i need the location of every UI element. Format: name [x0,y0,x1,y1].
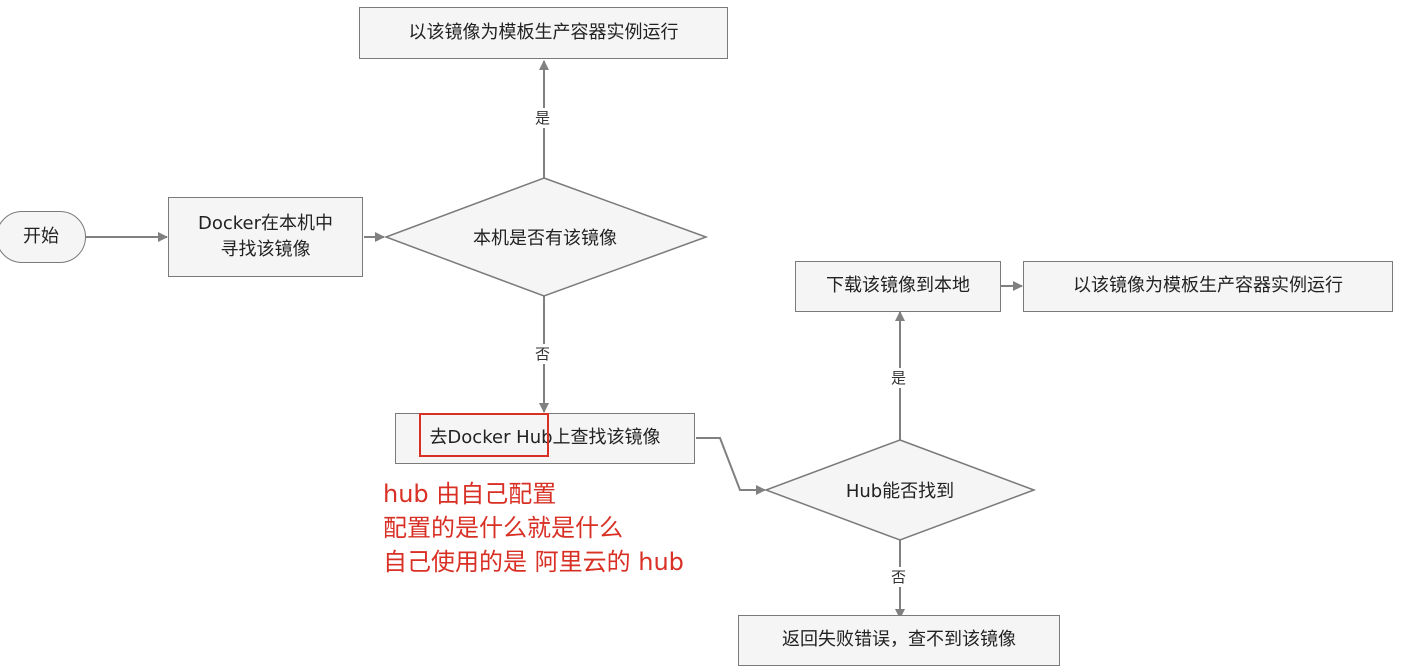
hub-found-decision-label: Hub能否找到 [845,481,955,502]
annotation-line-1: hub 由自己配置 [383,480,557,508]
edge-hub-search-to-decision [696,437,766,495]
run-container-right-node: 以该镜像为模板生产容器实例运行 [1023,261,1393,312]
docker-hub-highlight-box [419,413,549,457]
search-local-node: Docker在本机中 寻找该镜像 [168,197,363,277]
edge-label-hub-no: 否 [889,567,909,587]
annotation-line-2: 配置的是什么就是什么 [383,514,623,542]
start-node: 开始 [0,211,86,263]
decision-diamond-local [383,177,709,297]
error-node: 返回失败错误，查不到该镜像 [738,615,1060,666]
edge-label-local-no: 否 [533,344,553,364]
edge-label-local-yes: 是 [533,108,553,128]
decision-diamond-hub [763,439,1037,541]
download-node: 下载该镜像到本地 [795,261,1001,312]
run-container-top-node: 以该镜像为模板生产容器实例运行 [359,7,728,59]
edge-label-hub-yes: 是 [889,368,909,388]
annotation-line-3: 自己使用的是 阿里云的 hub [383,548,684,576]
has-local-decision-label: 本机是否有该镜像 [473,228,617,249]
